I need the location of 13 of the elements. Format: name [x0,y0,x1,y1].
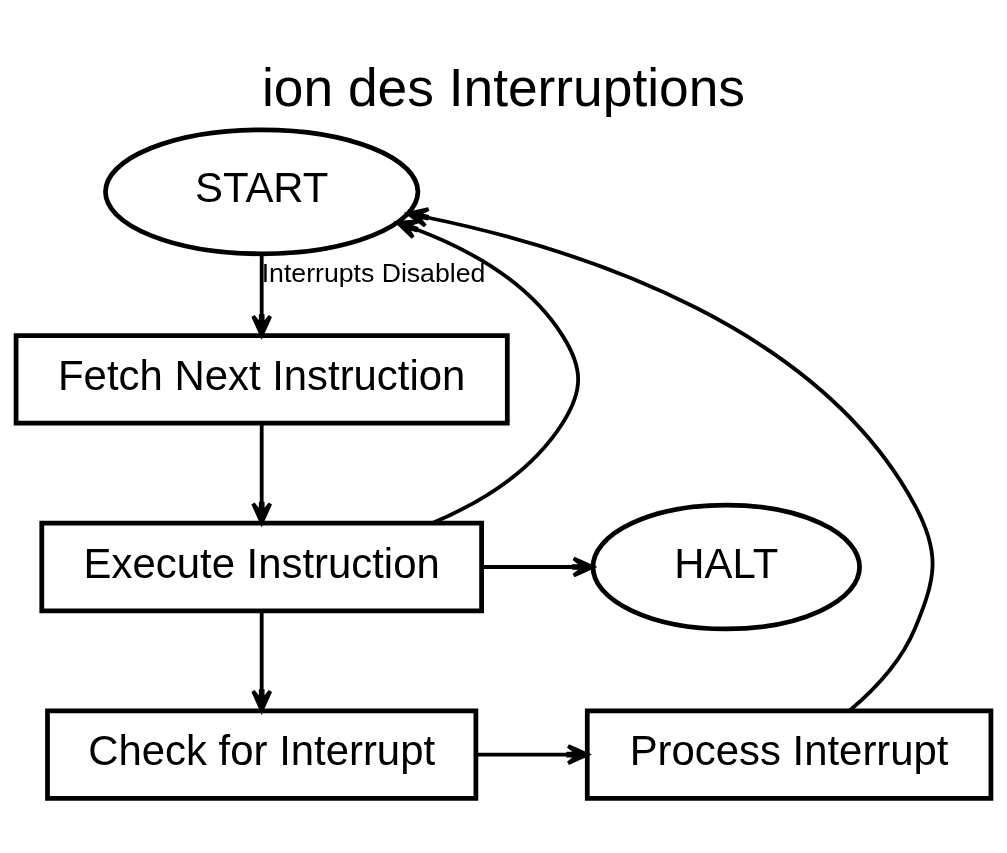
diagram-title: ion des Interruptions [262,57,745,117]
arrow [475,743,590,765]
arrow [406,206,935,712]
node-box: Fetch Next Instruction [13,332,510,426]
arrow [482,556,595,577]
node-box: Check for Interrupt [45,707,479,801]
edge-label: Interrupts Disabled [261,257,486,288]
arrow [251,423,273,525]
node-box: Execute Instruction [39,520,484,613]
node-ellipse: HALT [590,502,862,631]
arrow [251,611,273,712]
node-box: Process Interrupt [584,707,994,801]
arrow [251,253,273,337]
